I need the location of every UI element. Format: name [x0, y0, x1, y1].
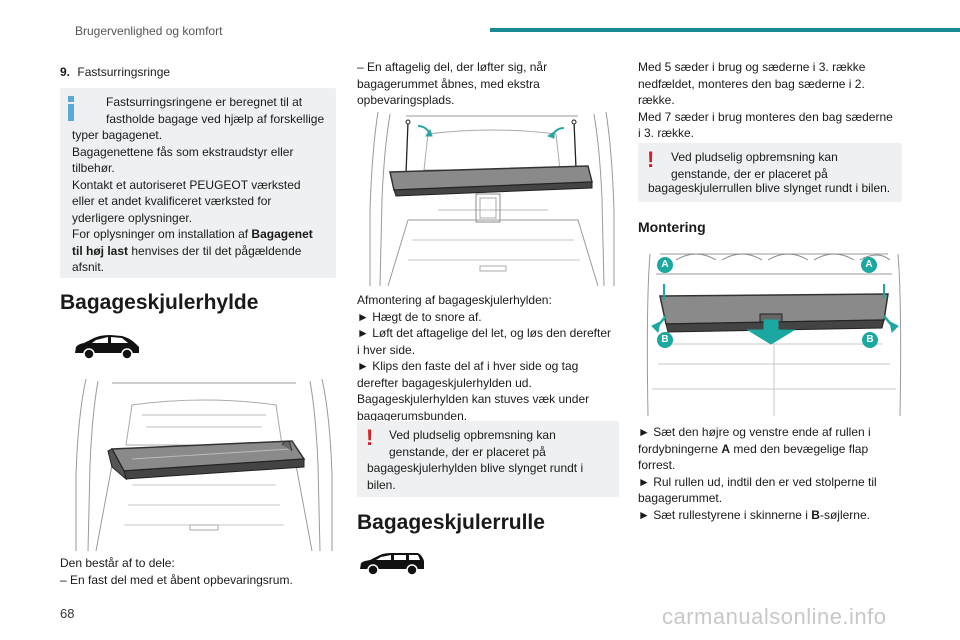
step-text: derefter bagageskjulerhylden ud.	[357, 375, 532, 390]
info-line: typer bagagenet.	[72, 128, 163, 142]
body-text: række.	[638, 93, 675, 107]
step-text: ► Løft det aftagelige del let, og løs de…	[357, 326, 612, 340]
step-text: ► Rul rullen ud, indtil den er ved stolp…	[638, 474, 877, 489]
roller-mounting-illustration	[646, 253, 902, 416]
step-text: forrest.	[638, 458, 676, 472]
shelf-cords-illustration	[369, 111, 615, 286]
header-accent-bar	[490, 28, 960, 32]
section-heading-mounting: Montering	[638, 219, 706, 235]
info-icon	[68, 96, 74, 121]
body-text: Den består af to dele:	[60, 556, 175, 570]
body-text: bagagerumsbunden.	[357, 408, 468, 423]
body-text: Med 5 sæder i brug og sæderne i 3. række	[638, 60, 866, 74]
info-line: tilbehør.	[72, 161, 115, 175]
section-header: Brugervenlighed og komfort	[75, 24, 223, 38]
watermark: carmanualsonline.info	[662, 604, 887, 629]
step-text: ► Sæt rullestyrene i skinnerne i B-søjle…	[638, 507, 870, 522]
label-a-right: A	[861, 257, 877, 273]
info-line: afsnit.	[72, 260, 105, 274]
estate-car-icon	[360, 553, 424, 576]
body-text: Med 7 sæder i brug monteres den bag sæde…	[638, 109, 893, 124]
info-line: eller et andet kvalificeret værksted for	[72, 194, 272, 208]
body-text: i 3. række.	[638, 126, 695, 140]
step-text: bagagerummet.	[638, 491, 723, 505]
warning-line: bagageskjulerhylden blive slynget rundt …	[367, 461, 584, 475]
warning-line: Ved pludselig opbremsning kan	[389, 428, 556, 442]
item-title: Fastsurringsringe	[77, 65, 171, 79]
warning-line: Ved pludselig opbremsning kan	[671, 150, 838, 164]
warning-line: bilen.	[367, 477, 396, 492]
step-text: fordybningerne A med den bevægelige flap	[638, 441, 869, 456]
warning-icon: !	[647, 147, 655, 172]
info-box: Fastsurringsringene er beregnet til at f…	[60, 88, 336, 278]
info-line: fastholde bagage ved hjælp af forskellig…	[106, 111, 325, 126]
warning-line: genstande, der er placeret på	[671, 166, 828, 181]
info-line: Fastsurringsringene er beregnet til at	[106, 95, 303, 109]
label-a-left: A	[657, 257, 673, 273]
item-number: 9.	[60, 65, 71, 79]
info-line: For oplysninger om installation af Bagag…	[72, 227, 313, 241]
item-heading: 9. Fastsurringsringe	[60, 64, 170, 81]
body-text: bagagerummet åbnes, med ekstra	[357, 76, 540, 91]
label-b-right: B	[862, 332, 878, 348]
label-b-left: B	[657, 332, 673, 348]
body-text: Bagageskjulerhylden kan stuves væk under	[357, 392, 590, 406]
warning-box: ! Ved pludselig opbremsning kan genstand…	[638, 143, 902, 202]
body-text: – En aftagelig del, der løfter sig, når	[357, 60, 548, 74]
warning-line: bagageskjulerrullen blive slynget rundt …	[648, 181, 891, 195]
body-text: nedfældet, monteres den bag sæderne i 2.	[638, 76, 865, 91]
page-number: 68	[60, 606, 75, 621]
step-text: ► Hægt de to snore af.	[357, 309, 482, 324]
body-text: – En fast del med et åbent opbevaringsru…	[60, 572, 293, 587]
warning-icon: !	[366, 425, 374, 450]
info-line: yderligere oplysninger.	[72, 210, 193, 225]
info-line: Bagagenettene fås som ekstraudstyr eller	[72, 144, 294, 159]
body-text: Afmontering af bagageskjulerhylden:	[357, 293, 552, 307]
parcel-shelf-illustration	[75, 378, 333, 551]
step-text: ► Sæt den højre og venstre ende af rulle…	[638, 425, 871, 439]
info-line: Kontakt et autoriseret PEUGEOT værksted	[72, 177, 301, 192]
suv-car-icon	[75, 335, 139, 360]
step-text: i hver side.	[357, 342, 416, 357]
step-text: ► Klips den faste del af i hver side og …	[357, 359, 579, 373]
section-heading-shelf: Bagageskjulerhylde	[60, 291, 259, 314]
section-heading-roller: Bagageskjulerrulle	[357, 511, 545, 534]
warning-line: genstande, der er placeret på	[389, 444, 546, 459]
info-line: til høj last henvises der til det pågæld…	[72, 243, 302, 258]
body-text: opbevaringsplads.	[357, 93, 455, 107]
warning-box: ! Ved pludselig opbremsning kan genstand…	[357, 421, 619, 497]
